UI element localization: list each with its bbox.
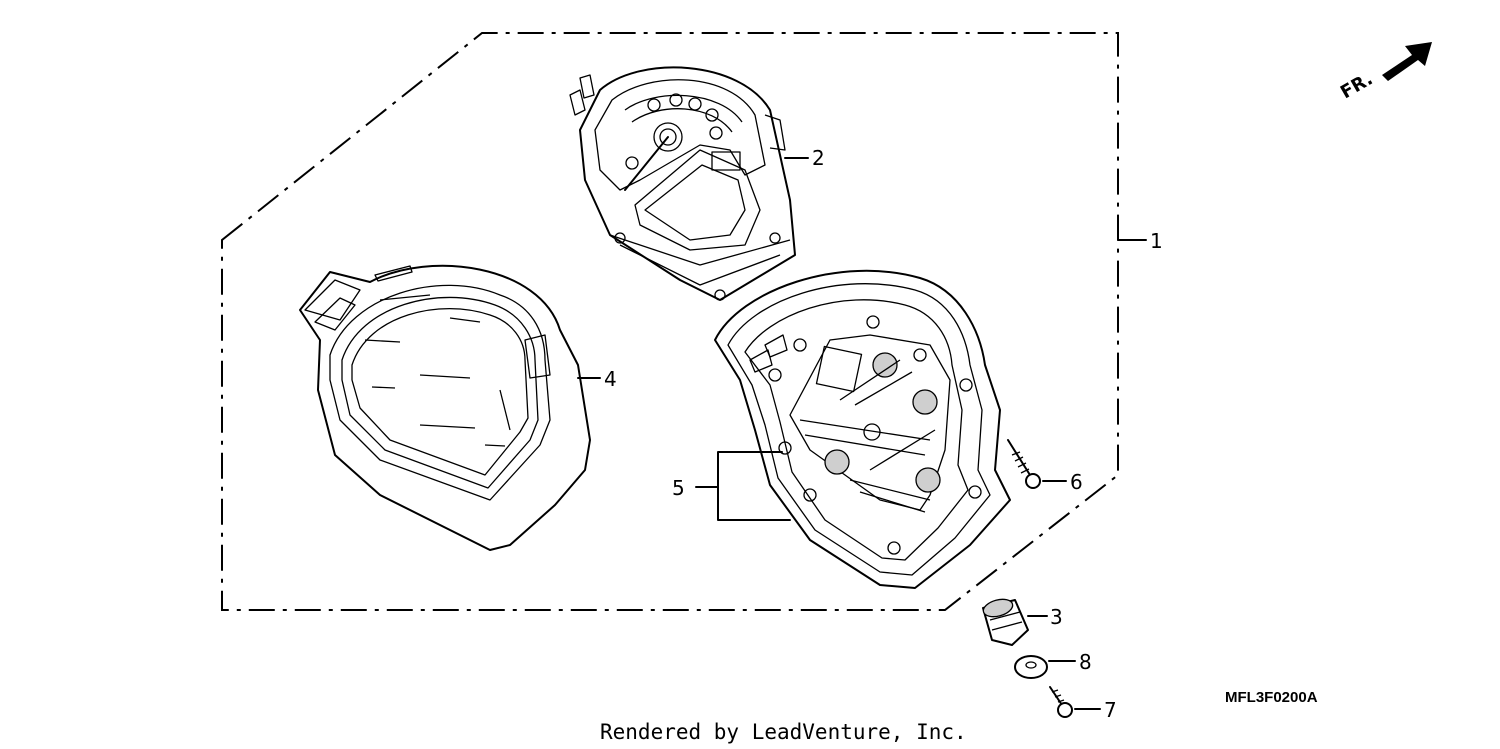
screw-part-6 xyxy=(1007,439,1041,489)
grommet-part-3 xyxy=(982,598,1029,646)
meter-unit-part xyxy=(569,66,796,301)
callout-5: 5 xyxy=(672,476,685,500)
callout-1: 1 xyxy=(1150,229,1163,253)
callout-3: 3 xyxy=(1050,605,1063,629)
assembly-boundary xyxy=(221,32,1119,611)
drawing-code: MFL3F0200A xyxy=(1225,689,1318,706)
front-arrow-icon xyxy=(1382,42,1432,81)
front-direction-indicator: FR. xyxy=(1337,42,1432,103)
callout-8: 8 xyxy=(1079,650,1092,674)
meter-lens-cover-part xyxy=(299,264,591,551)
render-credit: Rendered by LeadVenture, Inc. xyxy=(600,720,967,744)
collar-part-8 xyxy=(1014,655,1048,679)
callout-4: 4 xyxy=(604,367,617,391)
front-direction-label: FR. xyxy=(1337,68,1376,103)
callout-7: 7 xyxy=(1104,698,1117,722)
leader-5 xyxy=(695,451,791,521)
screw-part-7 xyxy=(1049,686,1073,718)
callout-2: 2 xyxy=(812,146,825,170)
meter-case-part xyxy=(714,269,1011,589)
callout-6: 6 xyxy=(1070,470,1083,494)
